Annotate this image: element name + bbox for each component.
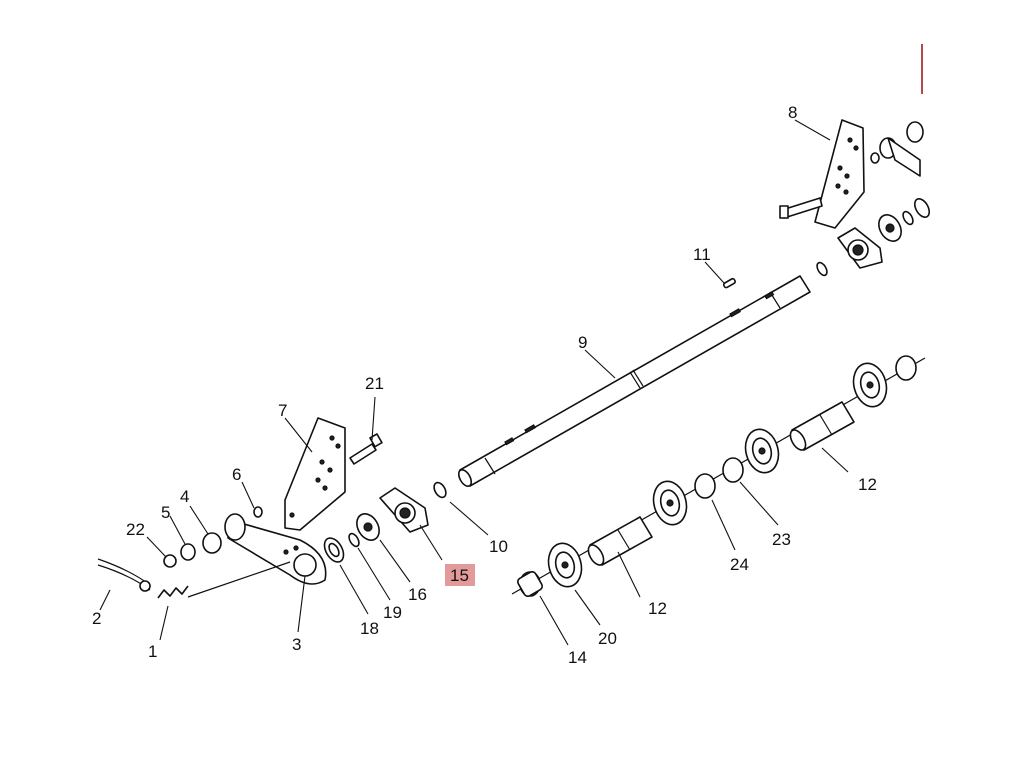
washer-19 (348, 532, 360, 548)
lever-arm-3 (224, 513, 327, 585)
callout-23: 23 (772, 530, 791, 549)
sleeve-end (895, 355, 917, 381)
callout-24: 24 (730, 555, 749, 574)
edge-mark (921, 44, 923, 94)
washer-6 (253, 506, 263, 518)
callout-19: 19 (383, 603, 402, 622)
flange-bearing-15 (379, 487, 429, 533)
bearing-upper (878, 198, 931, 242)
callout-15: 15 (450, 566, 469, 585)
callout-1: 1 (148, 642, 157, 661)
callout-11: 11 (693, 245, 711, 264)
roller-12b (789, 401, 855, 451)
bearing-16 (356, 513, 380, 541)
callout-labels: 1 2 3 4 5 6 7 8 9 10 11 12 12 14 15 16 1… (92, 103, 877, 667)
key-pin (722, 277, 736, 289)
cable-and-spring (97, 558, 291, 599)
callout-16: 16 (408, 585, 427, 604)
callout-8: 8 (788, 103, 797, 122)
spacer-24 (694, 473, 716, 499)
roller-12a (587, 516, 653, 566)
callout-12-upper: 12 (858, 475, 877, 494)
nut-5 (180, 543, 196, 561)
callout-5: 5 (161, 503, 170, 522)
callout-2: 2 (92, 609, 101, 628)
gear-right (744, 428, 780, 474)
callout-14: 14 (568, 648, 587, 667)
gear-20 (547, 542, 583, 588)
gear-top (852, 362, 888, 408)
diagram-sheet (98, 44, 924, 724)
roller-assembly (511, 355, 926, 597)
bracket-8 (779, 119, 865, 229)
callout-9: 9 (578, 333, 587, 352)
main-shaft (457, 275, 811, 487)
callout-6: 6 (232, 465, 241, 484)
flange-bearing-upper (837, 227, 883, 269)
spacer-4 (202, 532, 222, 554)
leader-lines (99, 119, 849, 646)
callout-22: 22 (126, 520, 145, 539)
callout-18: 18 (360, 619, 379, 638)
callout-7: 7 (278, 401, 287, 420)
nut-22 (163, 554, 177, 568)
bracket-7 (284, 417, 346, 531)
callout-21: 21 (365, 374, 384, 393)
callout-4: 4 (180, 487, 189, 506)
callout-3: 3 (292, 635, 301, 654)
upper-arm-detail (870, 121, 924, 177)
callout-20: 20 (598, 629, 617, 648)
callout-12-lower: 12 (648, 599, 667, 618)
spacer-23 (722, 457, 744, 483)
highlight-box (445, 564, 475, 586)
bolt-21 (349, 433, 383, 465)
gear-middle (652, 480, 688, 526)
washer-10 (433, 481, 447, 499)
ring-18 (323, 537, 345, 563)
callout-10: 10 (489, 537, 508, 556)
washer-upper (816, 261, 828, 277)
